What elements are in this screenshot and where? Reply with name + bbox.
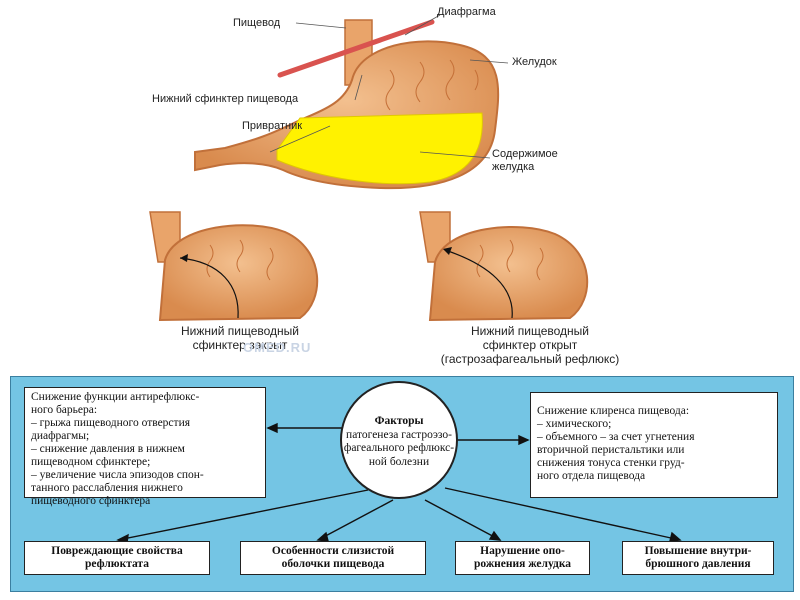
stomach-open-drawing (419, 211, 589, 322)
esophagus-label: Пищевод (233, 17, 281, 29)
antireflux-barrier-box: Снижение функции антирефлюкс- ного барье… (24, 387, 266, 507)
circle-line: фагеального рефлюкс- (343, 442, 455, 454)
caption-closed: Нижний пищеводный сфинктер закрыт (150, 324, 330, 352)
bottom-box-line: Особенности слизистой (271, 545, 395, 557)
left-box-line: – увеличение числа эпизодов спон- (31, 469, 204, 481)
stomach-contents (276, 112, 483, 185)
reflux-arrow (444, 249, 513, 319)
lower-sphincter-label: Нижний сфинктер пищевода (152, 93, 299, 105)
left-box-line: танного расслабления нижнего (31, 482, 183, 494)
bottom-box-line: рефлюктата (85, 558, 149, 570)
bottom-box-line: оболочки пищевода (281, 558, 385, 570)
right-box-line: – химического; (537, 418, 612, 430)
circle-line: ной болезни (368, 455, 430, 468)
stomach-closed-drawing (149, 211, 319, 322)
contents-label-1: Содержимое (492, 148, 558, 160)
diaphragm-label: Диафрагма (437, 6, 496, 18)
circle-line: Факторы (374, 415, 424, 427)
left-box-line: пищеводного сфинктера (31, 495, 151, 507)
stomach-label: Желудок (512, 56, 557, 68)
right-box-line: вторичной перистальтики или (537, 444, 685, 456)
caption-open-line3: (гастрозафагеальный рефлюкс) (440, 352, 620, 366)
gastric-emptying-box: Нарушение опо- рожнения желудка (455, 541, 590, 575)
pathogenesis-factors-circle: Факторы патогенеза гастроэзо- фагеальног… (340, 381, 458, 499)
esophageal-clearance-box: Снижение клиренса пищевода: – химическог… (530, 392, 778, 498)
left-box-line: ного барьера: (31, 404, 98, 416)
refluxate-properties-box: Повреждающие свойства рефлюктата (24, 541, 210, 575)
left-box-line: – снижение давления в нижнем (31, 443, 185, 455)
left-box-line: диафрагмы; (31, 430, 90, 442)
left-box-line: Снижение функции антирефлюкс- (31, 391, 200, 403)
closed-arrow (179, 257, 239, 319)
leader-lines (269, 14, 509, 159)
stomach-folds (385, 59, 479, 111)
bottom-box-line: Повреждающие свойства (51, 545, 183, 557)
pylorus-label: Привратник (242, 120, 303, 132)
diaphragm-line (277, 19, 435, 78)
caption-closed-line2: сфинктер закрыт (192, 338, 288, 352)
caption-closed-line1: Нижний пищеводный (181, 324, 299, 338)
watermark: OMED.RU (243, 340, 312, 355)
left-box-line: – грыжа пищеводного отверстия (31, 417, 191, 429)
left-box-line: пищеводном сфинктере; (31, 456, 151, 468)
right-box-line: Снижение клиренса пищевода: (537, 405, 690, 417)
bottom-box-line: Повышение внутри- (644, 545, 752, 557)
bottom-box-line: рожнения желудка (473, 558, 572, 570)
right-box-line: ного отдела пищевода (537, 470, 646, 482)
caption-open-line2: сфинктер открыт (482, 338, 578, 352)
contents-label-2: желудка (492, 161, 535, 173)
abdominal-pressure-box: Повышение внутри- брюшного давления (622, 541, 774, 575)
right-box-line: – объемного – за счет угнетения (537, 431, 695, 443)
caption-open: Нижний пищеводный сфинктер открыт (гастр… (405, 324, 655, 366)
bottom-box-line: Нарушение опо- (480, 545, 565, 557)
mucosa-features-box: Особенности слизистой оболочки пищевода (240, 541, 426, 575)
right-box-line: снижения тонуса стенки груд- (537, 457, 685, 469)
bottom-box-line: брюшного давления (645, 558, 751, 570)
circle-line: патогенеза гастроэзо- (346, 428, 452, 441)
caption-open-line1: Нижний пищеводный (471, 324, 589, 338)
